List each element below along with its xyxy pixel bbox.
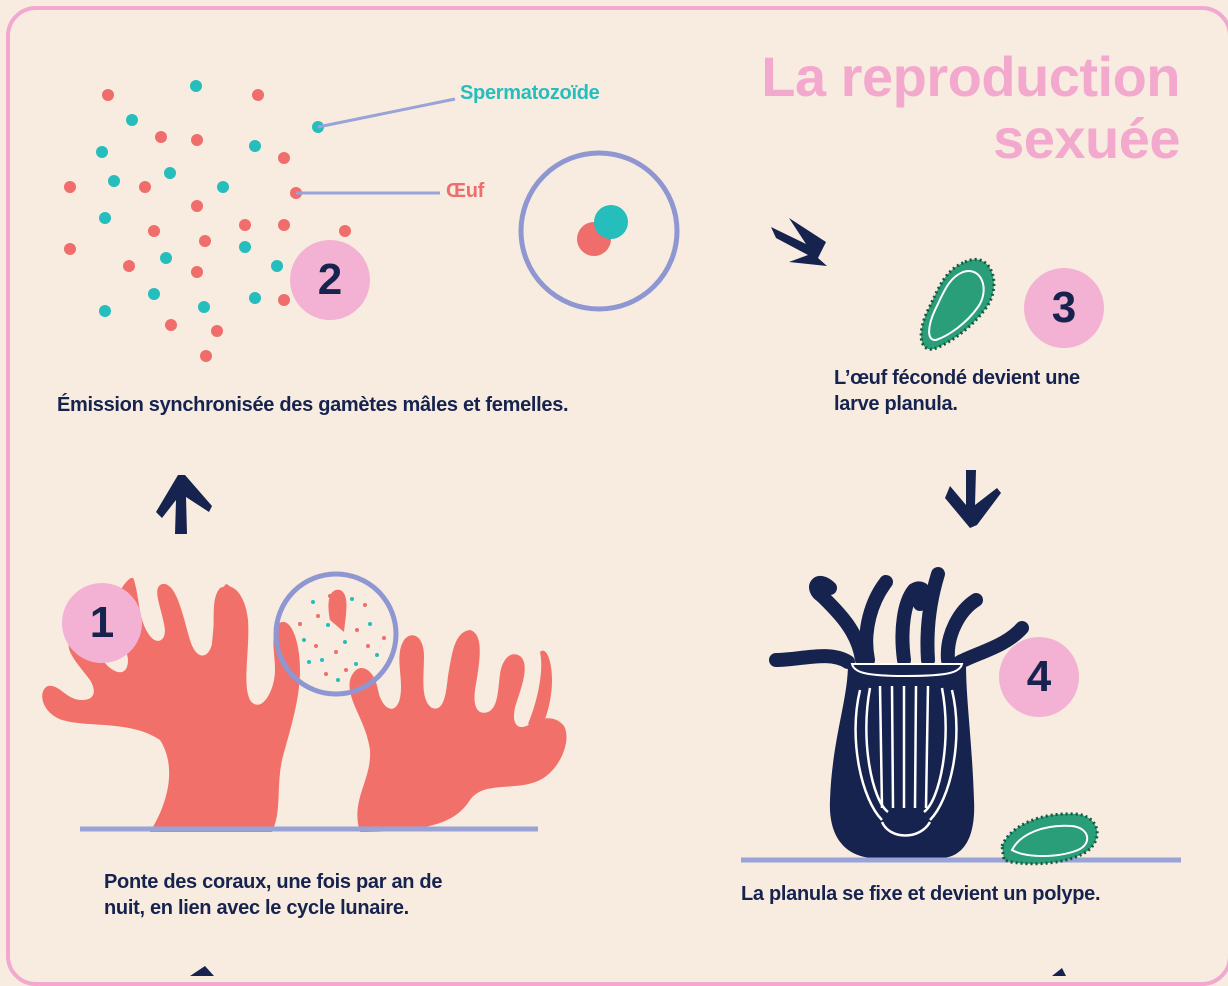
planula-larva-icon — [919, 258, 996, 351]
step-1-badge: 1 — [62, 583, 142, 663]
step-3-caption-line-2: larve planula. — [834, 393, 958, 415]
step-3-badge: 3 — [1024, 268, 1104, 348]
step-2-badge: 2 — [290, 240, 370, 320]
title-line-1: La reproduction — [761, 45, 1180, 108]
sperm-dots — [96, 80, 324, 317]
step-4-caption: La planula se fixe et devient un polype. — [741, 883, 1101, 905]
attached-planula-icon — [1000, 812, 1099, 866]
step-1-caption-line-2: nuit, en lien avec le cycle lunaire. — [104, 897, 409, 919]
arrow-up-partial-icon — [190, 966, 214, 976]
polyp-illustration — [769, 567, 1029, 858]
title-line-2: sexuée — [993, 107, 1180, 170]
arrow-diagonal-icon — [771, 218, 827, 266]
step-3-caption: L’œuf fécondé devient une larve planula. — [834, 365, 1154, 417]
step-3-caption-line-1: L’œuf fécondé devient une — [834, 367, 1080, 389]
gamete-cloud — [64, 80, 456, 362]
fertilization-icon — [518, 150, 680, 312]
step-2-caption: Émission synchronisée des gamètes mâles … — [57, 394, 569, 416]
arrow-partial-icon — [1052, 968, 1066, 976]
egg-dots — [64, 89, 351, 362]
step-4-badge: 4 — [999, 637, 1079, 717]
arrow-down-icon — [945, 470, 1001, 528]
page-title: La reproduction sexuée — [761, 46, 1180, 170]
step-1-caption: Ponte des coraux, une fois par an de nui… — [104, 869, 524, 921]
sperm-label: Spermatozoïde — [460, 82, 600, 104]
coral-colony-illustration — [42, 577, 567, 832]
egg-label: Œuf — [446, 180, 484, 202]
spawning-magnifier-icon — [273, 571, 399, 697]
step-1-caption-line-1: Ponte des coraux, une fois par an de — [104, 871, 443, 893]
arrow-up-icon — [156, 475, 212, 534]
